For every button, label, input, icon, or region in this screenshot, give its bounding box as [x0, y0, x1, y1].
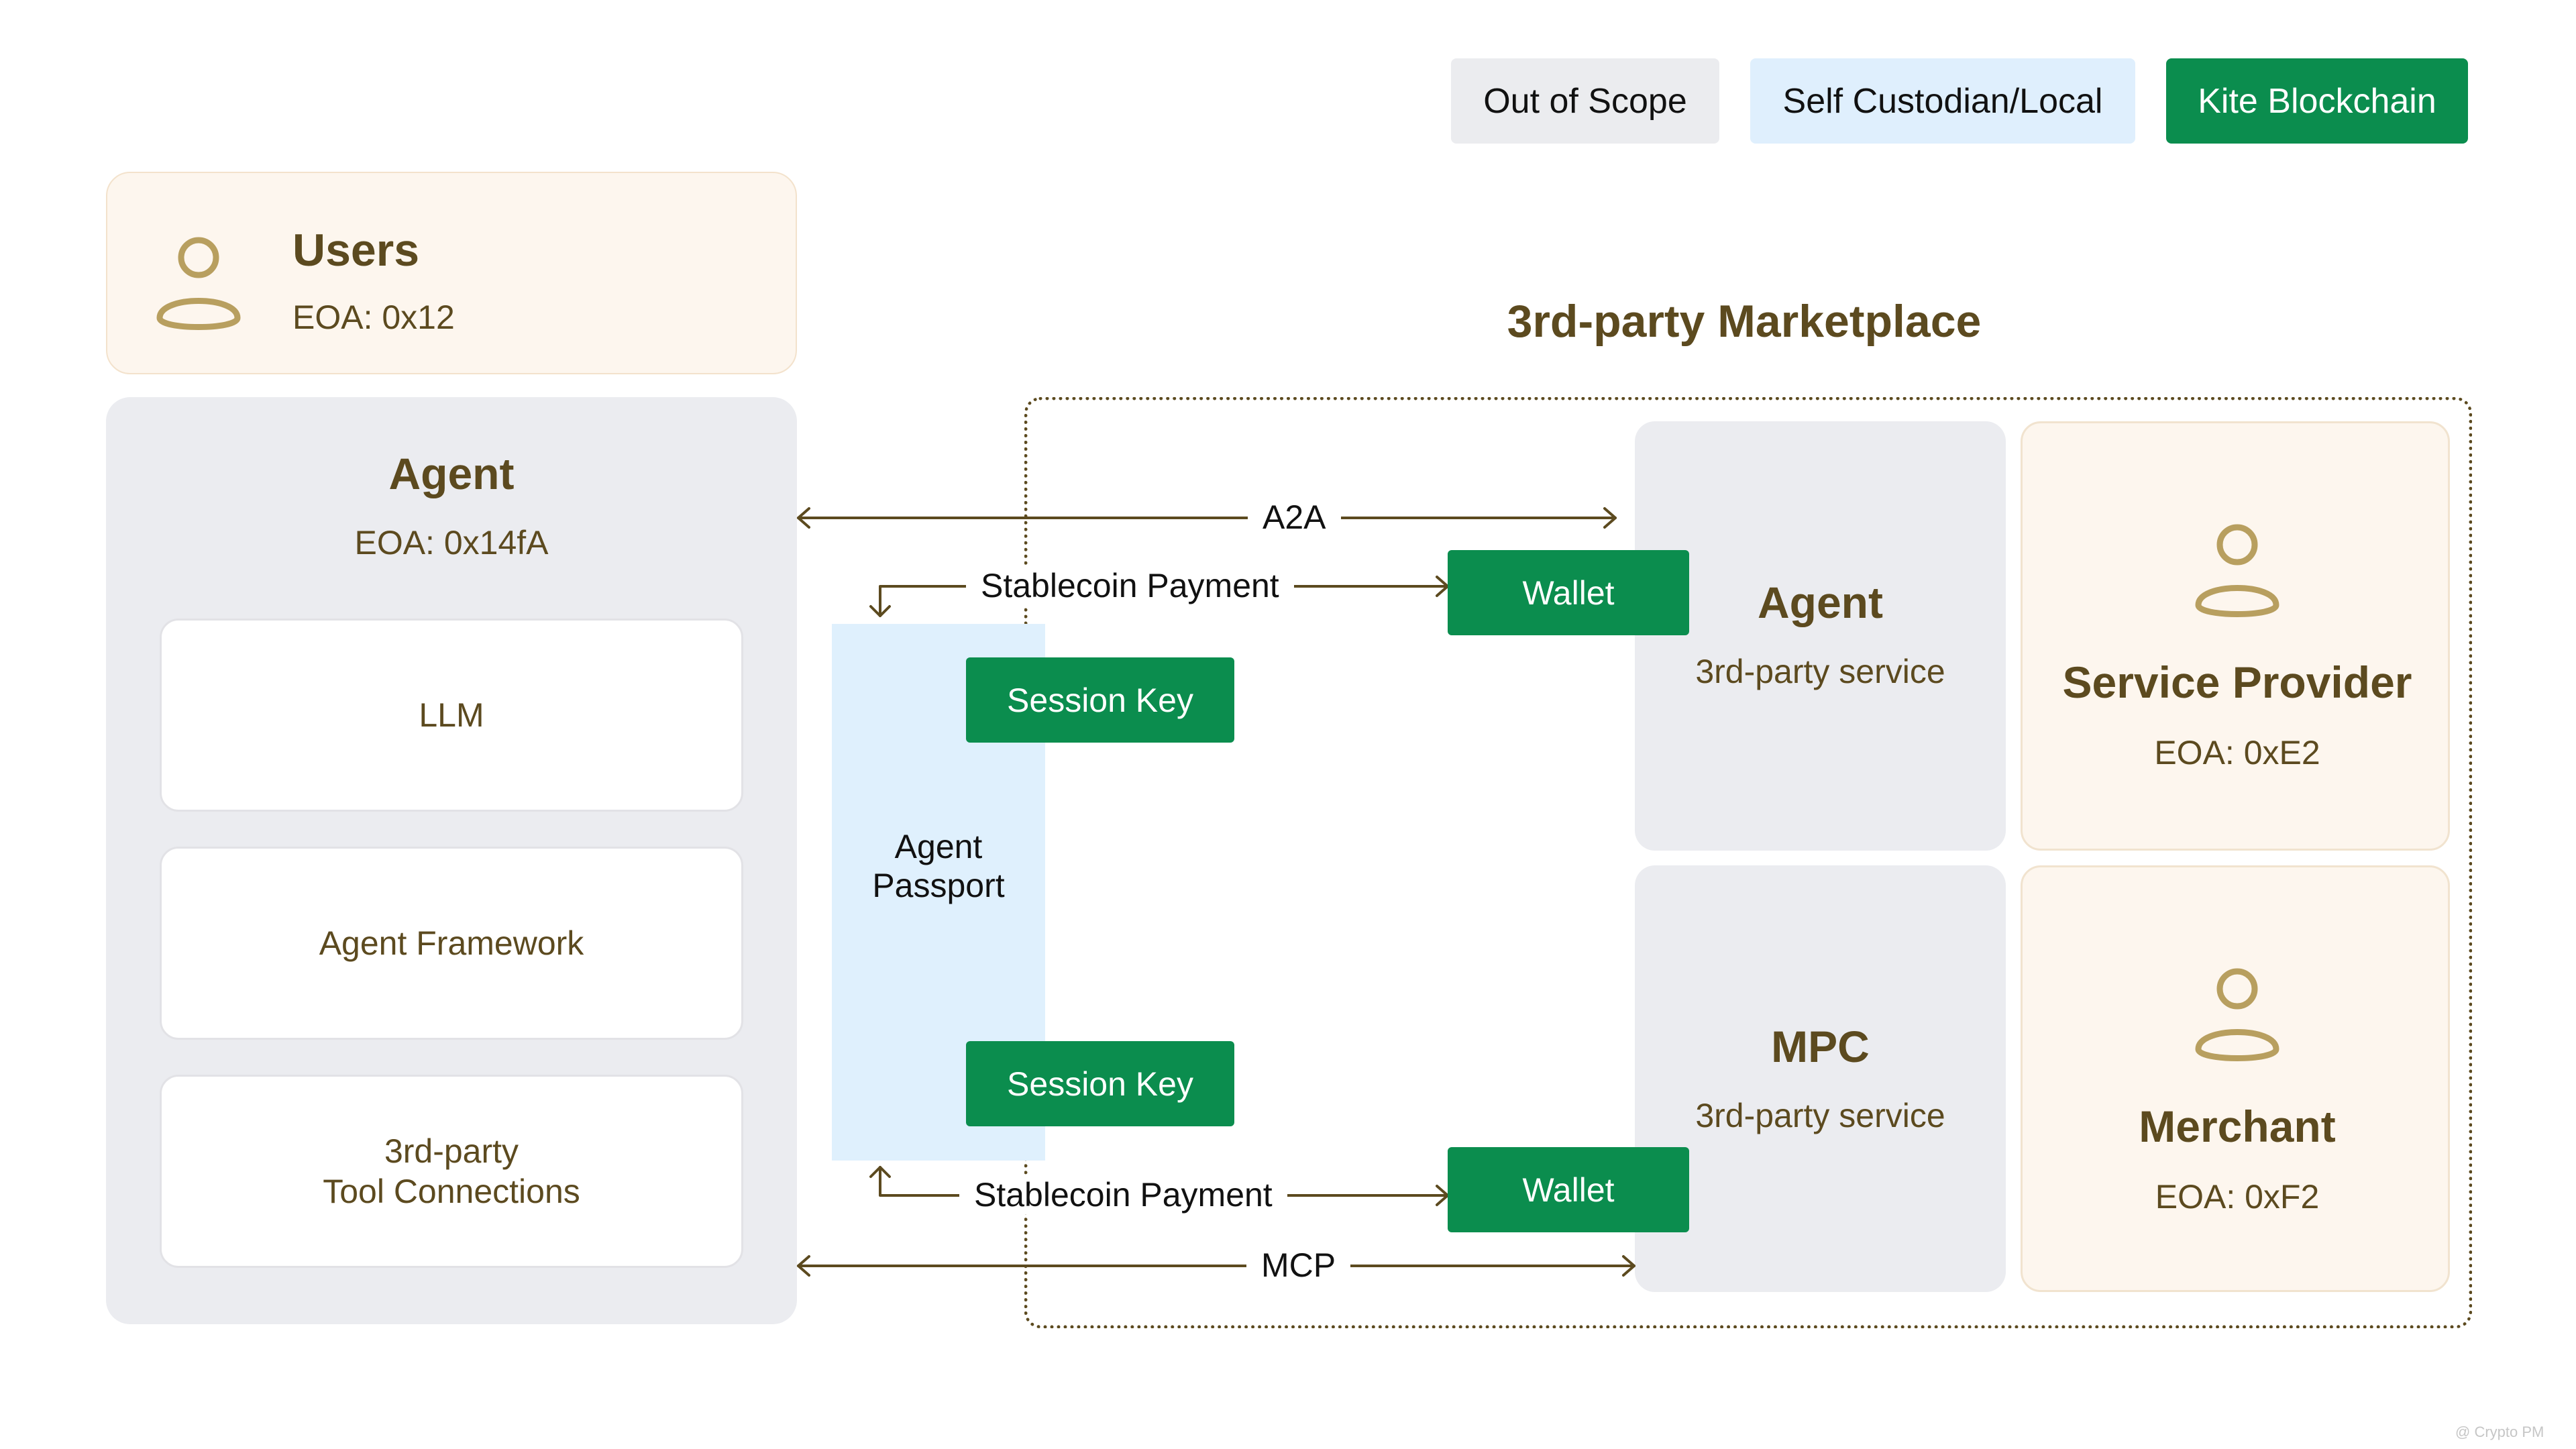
llm-card: LLM	[160, 619, 743, 812]
tool-connections-label: 3rd-party Tool Connections	[323, 1132, 580, 1210]
session-key-top: Session Key	[966, 657, 1234, 743]
legend-out-of-scope-label: Out of Scope	[1483, 81, 1687, 121]
agent-service-card: Agent 3rd-party service	[1635, 421, 2006, 851]
agent-title: Agent	[388, 449, 515, 498]
users-title: Users	[292, 225, 420, 276]
legend-kite-blockchain-label: Kite Blockchain	[2198, 81, 2436, 121]
legend-self-custodian: Self Custodian/Local	[1750, 58, 2135, 144]
mcp-label: MCP	[1246, 1246, 1351, 1285]
agent-eoa: EOA: 0x14fA	[354, 524, 549, 561]
service-provider-card: Service Provider EOA: 0xE2	[2021, 421, 2450, 851]
merchant-title: Merchant	[2139, 1102, 2336, 1151]
payment-bottom-label: Stablecoin Payment	[959, 1175, 1287, 1214]
agent-framework-card: Agent Framework	[160, 847, 743, 1040]
marketplace-title: 3rd-party Marketplace	[1507, 296, 1982, 347]
mpc-service-title: MPC	[1771, 1022, 1870, 1071]
tool-connections-card: 3rd-party Tool Connections	[160, 1075, 743, 1268]
agent-service-sub: 3rd-party service	[1695, 653, 1945, 690]
merchant-eoa: EOA: 0xF2	[2155, 1178, 2320, 1216]
user-icon	[2195, 968, 2279, 1061]
users-panel: Users EOA: 0x12	[106, 172, 797, 374]
service-provider-eoa: EOA: 0xE2	[2154, 734, 2320, 771]
wallet-bottom: Wallet	[1448, 1147, 1689, 1232]
watermark: @ Crypto PM	[2455, 1424, 2544, 1440]
legend-out-of-scope: Out of Scope	[1451, 58, 1719, 144]
session-key-top-label: Session Key	[1007, 681, 1193, 719]
merchant-card: Merchant EOA: 0xF2	[2021, 865, 2450, 1292]
agent-panel: Agent EOA: 0x14fA LLM Agent Framework 3r…	[106, 397, 797, 1324]
wallet-top-label: Wallet	[1522, 574, 1615, 612]
legend-self-custodian-label: Self Custodian/Local	[1782, 81, 2103, 121]
mpc-service-card: MPC 3rd-party service	[1635, 865, 2006, 1292]
users-eoa: EOA: 0x12	[292, 299, 455, 336]
session-key-bottom-label: Session Key	[1007, 1065, 1193, 1103]
wallet-bottom-label: Wallet	[1522, 1171, 1615, 1209]
legend-kite-blockchain: Kite Blockchain	[2166, 58, 2468, 144]
a2a-label: A2A	[1248, 498, 1341, 537]
service-provider-title: Service Provider	[2062, 657, 2412, 707]
llm-label: LLM	[419, 696, 484, 734]
wallet-top: Wallet	[1448, 550, 1689, 635]
user-icon	[2195, 524, 2279, 617]
agent-framework-label: Agent Framework	[319, 924, 584, 962]
agent-service-title: Agent	[1758, 578, 1883, 627]
session-key-bottom: Session Key	[966, 1041, 1234, 1126]
agent-passport-label: Agent Passport	[872, 828, 1005, 904]
user-icon	[156, 237, 241, 330]
payment-top-label: Stablecoin Payment	[966, 566, 1294, 605]
mpc-service-sub: 3rd-party service	[1695, 1097, 1945, 1134]
